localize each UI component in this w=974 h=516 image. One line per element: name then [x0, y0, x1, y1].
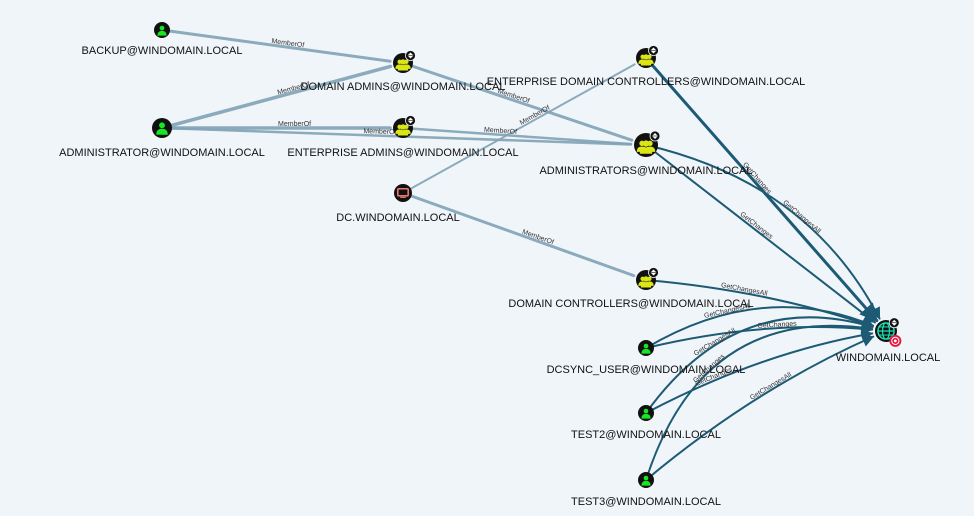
node-label: ADMINISTRATORS@WINDOMAIN.LOCAL — [539, 165, 752, 177]
edge-label: MemberOf — [484, 127, 518, 136]
person-icon — [157, 25, 167, 36]
edge-label: GetChanges — [738, 211, 774, 241]
node-dc[interactable]: DC.WINDOMAIN.LOCAL — [336, 184, 460, 224]
node-label: TEST2@WINDOMAIN.LOCAL — [571, 429, 721, 441]
person-icon — [641, 475, 651, 486]
diamond-icon — [405, 115, 416, 126]
node-label: DOMAIN CONTROLLERS@WINDOMAIN.LOCAL — [508, 298, 753, 310]
node-label: BACKUP@WINDOMAIN.LOCAL — [82, 45, 243, 57]
edge-label: GetChangesAll — [749, 371, 793, 401]
person-icon — [156, 122, 168, 135]
node-label: ENTERPRISE ADMINS@WINDOMAIN.LOCAL — [287, 147, 518, 159]
diamond-icon — [648, 267, 659, 278]
edge-label: MemberOf — [278, 121, 311, 128]
node-ent-admins[interactable]: ENTERPRISE ADMINS@WINDOMAIN.LOCAL — [287, 115, 519, 160]
edge-label: MemberOf — [363, 128, 396, 136]
globe-icon — [877, 322, 895, 340]
node-label: WINDOMAIN.LOCAL — [836, 352, 941, 364]
node-label: DCSYNC_USER@WINDOMAIN.LOCAL — [547, 364, 746, 376]
edge-label: GetChangesAll — [720, 282, 768, 298]
node-dcsync-user[interactable]: DCSYNC_USER@WINDOMAIN.LOCAL — [547, 340, 746, 376]
node-test3[interactable]: TEST3@WINDOMAIN.LOCAL — [571, 472, 721, 508]
edge-test3-to-windomain[interactable] — [645, 321, 874, 481]
person-icon — [641, 343, 651, 354]
edge-backup-to-domain_admins[interactable] — [160, 28, 392, 63]
diamond-icon — [405, 50, 416, 61]
edge-domain_controllers-to-windomain[interactable] — [645, 279, 874, 329]
edge-ent_admins-to-administrators[interactable] — [401, 126, 633, 146]
node-label: DOMAIN ADMINS@WINDOMAIN.LOCAL — [301, 81, 506, 93]
nodes-layer: BACKUP@WINDOMAIN.LOCAL DOMAIN ADMINS@WIND… — [59, 22, 940, 508]
node-domain-admins[interactable]: DOMAIN ADMINS@WINDOMAIN.LOCAL — [301, 50, 506, 94]
diamond-icon — [888, 317, 900, 329]
node-ent-dcs[interactable]: ENTERPRISE DOMAIN CONTROLLERS@WINDOMAIN.… — [487, 45, 806, 89]
diamond-icon — [648, 45, 659, 56]
node-windomain[interactable]: WINDOMAIN.LOCAL — [836, 317, 941, 364]
monitor-icon — [397, 187, 409, 198]
target-icon — [889, 334, 902, 347]
edge-dc-to-domain_controllers[interactable] — [401, 191, 636, 278]
edge-ent_dcs-to-windomain[interactable] — [644, 56, 879, 322]
edge-test2-to-windomain[interactable] — [645, 329, 874, 414]
edge-administrators-to-windomain[interactable] — [645, 144, 876, 324]
people-icon — [638, 54, 654, 66]
edge-dcsync_user-to-windomain[interactable] — [645, 306, 875, 349]
edge-administrator-to-domain_admins[interactable] — [160, 64, 393, 130]
edge-test3-to-windomain[interactable] — [645, 335, 875, 481]
edge-dc-to-ent_dcs[interactable] — [402, 63, 636, 194]
people-icon — [638, 276, 654, 288]
people-icon — [395, 59, 411, 71]
edge-label: GetChanges — [757, 321, 797, 330]
edge-administrators-to-windomain[interactable] — [645, 144, 881, 320]
edge-test2-to-windomain[interactable] — [645, 316, 874, 414]
node-label: TEST3@WINDOMAIN.LOCAL — [571, 496, 721, 508]
node-backup[interactable]: BACKUP@WINDOMAIN.LOCAL — [82, 22, 243, 57]
node-domain-controllers[interactable]: DOMAIN CONTROLLERS@WINDOMAIN.LOCAL — [508, 267, 754, 311]
node-administrator[interactable]: ADMINISTRATOR@WINDOMAIN.LOCAL — [59, 118, 265, 159]
people-icon — [636, 140, 656, 154]
node-label: DC.WINDOMAIN.LOCAL — [336, 212, 459, 224]
edge-domain_admins-to-administrators[interactable] — [401, 61, 634, 142]
edges-layer — [160, 28, 881, 481]
edge-label: MemberOf — [271, 38, 305, 49]
node-label: ENTERPRISE DOMAIN CONTROLLERS@WINDOMAIN.… — [487, 76, 806, 88]
diamond-icon — [649, 130, 661, 142]
node-label: ADMINISTRATOR@WINDOMAIN.LOCAL — [59, 147, 265, 159]
person-icon — [641, 408, 651, 419]
node-administrators[interactable]: ADMINISTRATORS@WINDOMAIN.LOCAL — [539, 130, 753, 177]
people-icon — [395, 124, 411, 136]
node-test2[interactable]: TEST2@WINDOMAIN.LOCAL — [571, 405, 721, 441]
edge-dcsync_user-to-windomain[interactable] — [645, 322, 874, 349]
